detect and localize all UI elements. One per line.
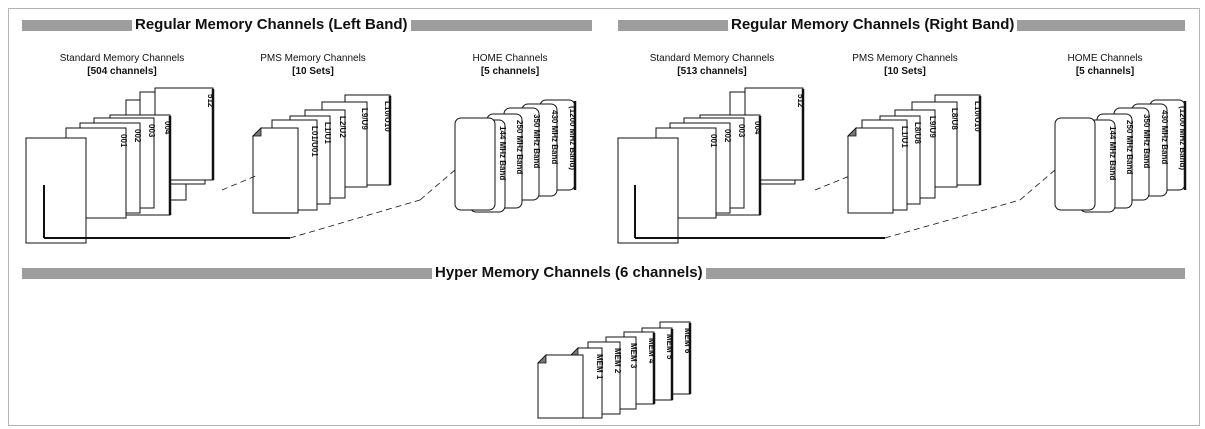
- hyper-card-3-label: MEM 3: [629, 343, 638, 369]
- right-home-link: [1020, 170, 1055, 200]
- right-home-card-1-label: 144 MHz Band: [1108, 126, 1117, 180]
- left-home-card-2-label: 250 MHz Band: [515, 120, 524, 174]
- left-std-card-512-label: 512: [206, 94, 215, 108]
- right-std-front-shape: [618, 138, 678, 243]
- left-home-front: [455, 118, 495, 210]
- right-std-card-003-label: 003: [737, 124, 746, 138]
- left-home-link: [420, 170, 455, 200]
- hyper-card-2-label: MEM 2: [613, 348, 622, 374]
- right-pms-card-1-label: L1/U1: [900, 126, 909, 148]
- right-pms-card-4-label: L8/U8: [950, 108, 959, 130]
- hyper-card-5-label: MEM 5: [665, 334, 674, 360]
- left-pms-front-fold: [253, 128, 261, 136]
- left-std-card-001-label: 001: [119, 134, 128, 148]
- hyper-card-6-label: MEM 6: [683, 328, 692, 354]
- hyper-front-shape: [538, 355, 583, 418]
- right-pms-front: [848, 128, 893, 213]
- right-home-card-4-label: 430 MHz Band: [1160, 110, 1169, 164]
- left-home-front-shape: [455, 118, 495, 210]
- left-std-front: [26, 138, 86, 243]
- left-pms-card-1-label: L01/U01: [310, 126, 319, 157]
- right-pms-card-3-label: L9/U9: [928, 116, 937, 138]
- left-home-card-4-label: 430 MHz Band: [550, 110, 559, 164]
- hyper-front-fold: [538, 355, 546, 363]
- right-home-front-shape: [1055, 118, 1095, 210]
- right-std-card-512-label: 512: [796, 94, 805, 108]
- left-std-front-shape: [26, 138, 86, 243]
- left-pms-front-shape: [253, 128, 298, 213]
- right-home-card-2-label: 250 MHz Band: [1125, 120, 1134, 174]
- left-home-card-3-label: 350 MHz Band: [532, 114, 541, 168]
- left-pms-card-3-label: L2/U2: [338, 116, 347, 138]
- left-home-card-1-label: 144 MHz Band: [498, 126, 507, 180]
- left-pms-card-5-label: L10/U10: [383, 101, 392, 132]
- right-std-card-001-label: 001: [709, 134, 718, 148]
- right-std-card-004-label: 004: [753, 121, 762, 135]
- right-home-front: [1055, 118, 1095, 210]
- right-home-card-3-label: 350 MHz Band: [1142, 114, 1151, 168]
- left-pms-card-4-label: L9/U9: [360, 108, 369, 130]
- right-pms-card-2-label: L8/U8: [913, 122, 922, 144]
- left-pms-card-2-label: L1/U1: [323, 122, 332, 144]
- right-pms-front-shape: [848, 128, 893, 213]
- right-pms-card-5-label: L10/U10: [973, 101, 982, 132]
- right-std-front: [618, 138, 678, 243]
- right-pms-front-fold: [848, 128, 856, 136]
- right-pms-link: [815, 175, 852, 190]
- left-std-card-003-label: 003: [147, 124, 156, 138]
- hyper-card-1-label: MEM 1: [595, 354, 604, 380]
- left-std-card-004-label: 004: [163, 121, 172, 135]
- left-pms-front: [253, 128, 298, 213]
- hyper-front: [538, 355, 583, 418]
- left-std-card-002-label: 002: [133, 129, 142, 143]
- right-std-card-002-label: 002: [723, 129, 732, 143]
- right-home-card-5-label: (1200 MHz Band): [1178, 106, 1187, 170]
- left-home-card-5-label: (1200 MHz Band): [568, 106, 577, 170]
- hyper-card-4-label: MEM 4: [647, 338, 656, 364]
